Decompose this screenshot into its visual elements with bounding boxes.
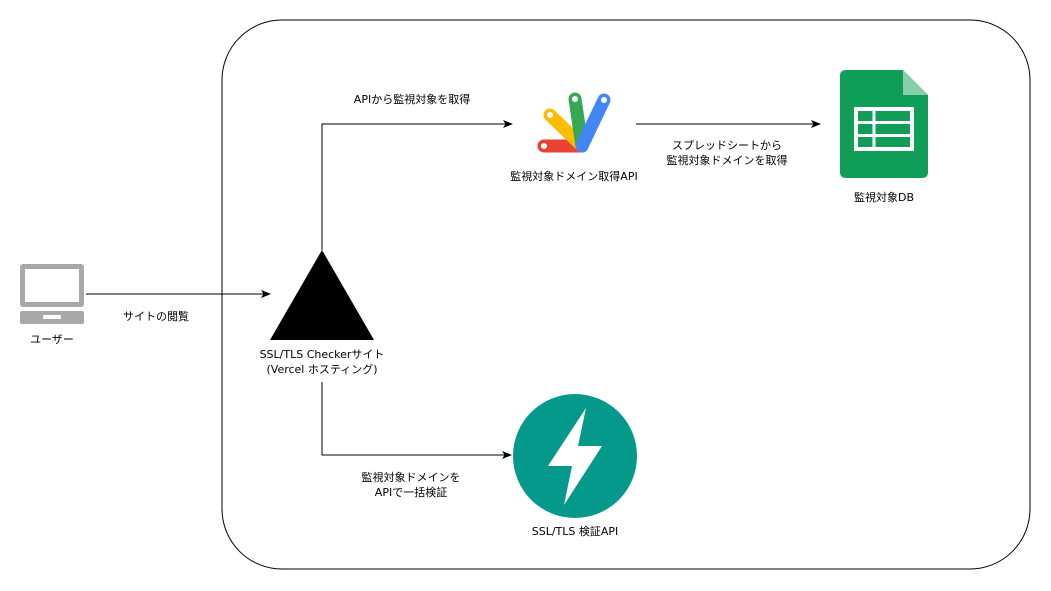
edge-label-api-to-db-line1: スプレッドシートから	[672, 139, 782, 152]
verify-label: SSL/TLS 検証API	[531, 525, 619, 538]
google-sheets-icon	[840, 70, 928, 178]
db-label: 監視対象DB	[853, 191, 915, 204]
fastapi-icon	[513, 394, 637, 518]
user-label: ユーザー	[30, 333, 74, 346]
laptop-icon	[20, 264, 84, 324]
edge-label-user-to-site: サイトの閲覧	[123, 310, 189, 323]
apps-script-icon	[537, 92, 611, 153]
edge-label-site-to-verify-line2: APIで一括検証	[374, 486, 448, 499]
edge-label-api-to-db-line2: 監視対象ドメインを取得	[666, 154, 788, 167]
edge-site-to-api	[321, 120, 513, 250]
site-label-line1: SSL/TLS Checkerサイト	[259, 348, 385, 361]
triangle-icon	[270, 250, 374, 340]
api-monitor-label: 監視対象ドメイン取得API	[510, 170, 638, 183]
edge-label-site-to-api: APIから監視対象を取得	[353, 93, 471, 106]
edge-label-api-to-db: スプレッドシートから 監視対象ドメインを取得	[667, 138, 788, 168]
site-label: SSL/TLS Checkerサイト (Vercel ホスティング)	[260, 347, 385, 377]
edge-site-to-verify	[321, 382, 512, 459]
edge-label-site-to-verify-line1: 監視対象ドメインを	[361, 471, 461, 484]
site-label-line2: (Vercel ホスティング)	[266, 363, 378, 376]
edge-label-site-to-verify: 監視対象ドメインを APIで一括検証	[362, 470, 461, 500]
